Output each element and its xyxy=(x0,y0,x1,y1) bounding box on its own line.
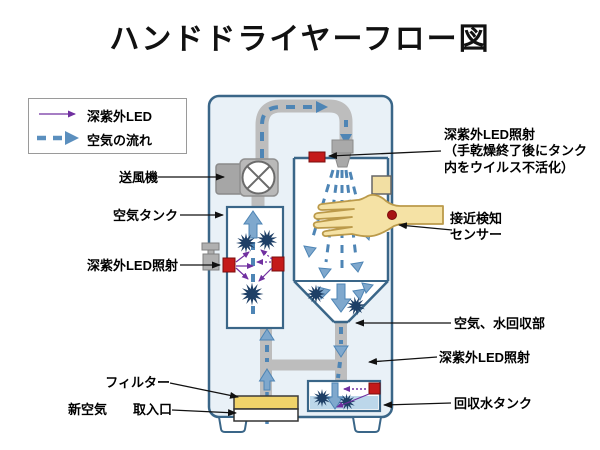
label-uv-led-tank-note: 深紫外LED照射 （手乾燥終了後にタンク 内をウイルス不活化） xyxy=(444,127,588,175)
arrow-uv-led-mid xyxy=(368,356,438,365)
legend-icons xyxy=(37,110,79,145)
arrow-intake xyxy=(171,409,237,417)
label-proximity-sensor: 接近検知 センサー xyxy=(450,211,503,243)
unit-foot-right xyxy=(351,416,383,433)
proximity-sensor-dot xyxy=(387,210,397,220)
label-recovered-water-tank: 回収水タンク xyxy=(454,396,533,411)
air-intake-port xyxy=(233,408,299,422)
filter-bar xyxy=(233,395,299,410)
funnel-air-water-collector xyxy=(293,280,389,324)
blower-motor xyxy=(215,163,244,195)
legend: 深紫外LED 空気の流れ xyxy=(28,98,187,154)
page-title: ハンドドライヤーフロー図 xyxy=(109,23,491,56)
uv-led-right xyxy=(271,256,285,272)
air-tank xyxy=(222,205,285,330)
uv-rays xyxy=(235,249,273,282)
label-fresh-air-intake: 新空気 取入口 xyxy=(67,402,172,417)
blower xyxy=(215,158,279,197)
recovered-water-tank xyxy=(306,379,382,414)
label-air-tank: 空気タンク xyxy=(112,208,178,223)
label-blower: 送風機 xyxy=(118,170,158,185)
uv-led-water-tank xyxy=(368,382,381,395)
label-filter: フィルター xyxy=(105,375,170,390)
funnel-flow-arrows xyxy=(317,282,374,313)
nozzle xyxy=(331,139,354,168)
label-arrows xyxy=(158,150,453,417)
uv-led-nozzle xyxy=(308,151,326,163)
arrow-proximity-sensor xyxy=(398,222,453,231)
hand-illustration xyxy=(312,194,444,238)
legend-uv-led: 深紫外LED xyxy=(87,109,153,124)
label-uv-led-left: 深紫外LED照射 xyxy=(86,258,178,273)
arrow-water-tank xyxy=(383,401,452,409)
label-uv-led-mid: 深紫外LED照射 xyxy=(439,350,531,365)
sensor-window xyxy=(371,175,392,195)
valve xyxy=(201,242,220,271)
label-air-water-recovery: 空気、水回収部 xyxy=(454,316,546,331)
uv-led-left xyxy=(222,257,236,273)
arrow-filter xyxy=(169,382,239,399)
arrow-uv-led-nozzle xyxy=(328,150,442,160)
legend-air-flow: 空気の流れ xyxy=(87,133,153,148)
